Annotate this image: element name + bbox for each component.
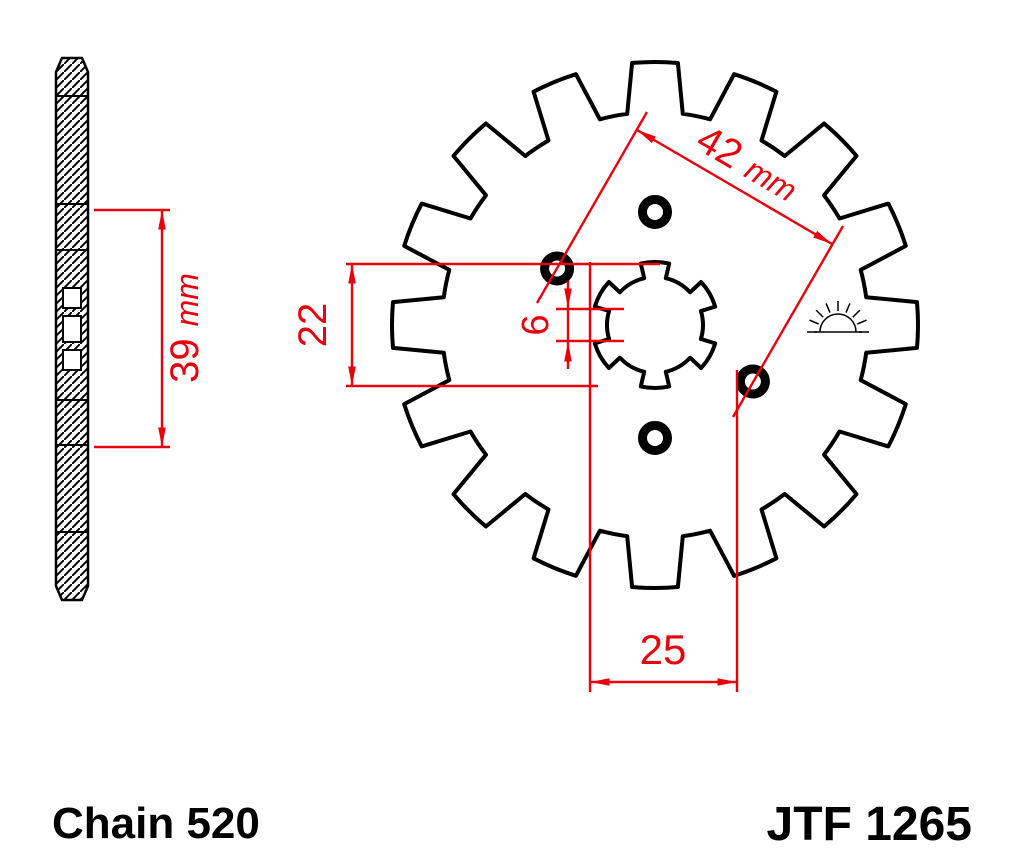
spline-groove-section <box>62 349 82 371</box>
dim-25-label: 25 <box>640 626 687 673</box>
dim-39-label: 39mm <box>163 273 207 383</box>
dimension-22: 22 <box>291 262 660 388</box>
sun-mark-icon <box>807 301 869 333</box>
dimension-39mm: 39mm <box>94 208 207 449</box>
sprocket-side-view <box>54 56 90 602</box>
dim-6-label: 6 <box>515 314 557 335</box>
lightening-hole <box>638 195 672 229</box>
lightening-hole <box>638 421 672 455</box>
chain-size-label: Chain 520 <box>52 799 260 848</box>
dimension-25: 25 <box>588 262 739 692</box>
dim-22-label: 22 <box>291 303 335 348</box>
model-number-label: JTF 1265 <box>767 798 972 851</box>
splined-bore-outline <box>592 260 718 390</box>
spline-groove-section <box>62 287 82 309</box>
spline-groove-section <box>62 315 82 343</box>
